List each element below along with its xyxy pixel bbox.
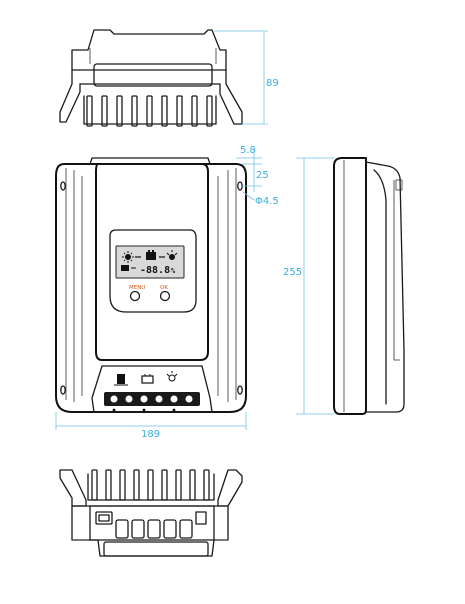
svg-text:%: %: [171, 267, 176, 275]
sun-icon: [122, 251, 134, 263]
front-view: -88.8 % MENU OK: [55, 157, 247, 413]
hole-diameter-label: Φ4.5: [255, 196, 279, 207]
height-label: 255: [283, 267, 302, 278]
battery-icon: [146, 250, 156, 260]
bottom-view: [59, 469, 243, 557]
terminal-row: [104, 392, 200, 406]
terminal-blocks: [115, 519, 193, 539]
top-height-label: 89: [266, 78, 279, 89]
ok-button[interactable]: [159, 290, 171, 302]
top-height-dimension: 89: [214, 30, 279, 125]
panel-icon: [114, 374, 128, 386]
lcd-readout: -88.8: [140, 265, 170, 276]
side-view: [333, 157, 405, 415]
bulb-icon: [166, 250, 178, 260]
width-dimension: 189: [55, 412, 247, 440]
mounting-hole: [60, 181, 243, 395]
ok-button-label: OK: [160, 285, 168, 291]
lcd-screen: [115, 245, 185, 279]
top-view: [59, 29, 243, 127]
menu-button-label: MENU: [129, 285, 145, 291]
mount-offset-label: 5.8: [240, 145, 256, 156]
mount-spacing-label: 25: [256, 170, 269, 181]
height-dimension: 255: [283, 157, 334, 415]
load-bulb-icon: [166, 371, 178, 382]
menu-button[interactable]: [129, 290, 141, 302]
battery-terminal-icon: [141, 374, 154, 384]
width-label: 189: [141, 429, 160, 440]
mount-dimensions: 5.8 25 Φ4.5: [236, 145, 279, 207]
